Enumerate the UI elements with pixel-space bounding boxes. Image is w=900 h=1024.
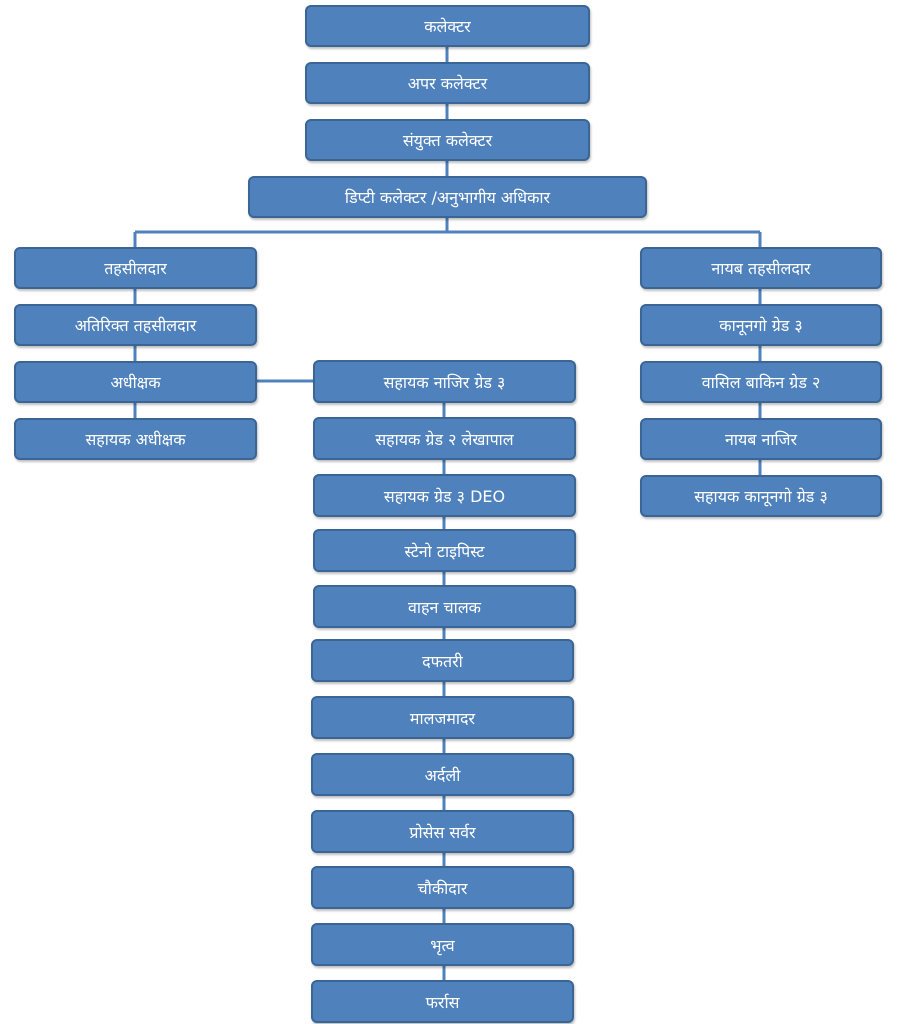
node-naib-nazir: नायब नाजिर bbox=[640, 418, 882, 460]
node-process-server: प्रोसेस सर्वर bbox=[311, 810, 574, 853]
node-additional-collector: अपर कलेक्टर bbox=[305, 62, 590, 104]
node-chowkidar: चौकीदार bbox=[311, 866, 574, 909]
node-ardali: अर्दली bbox=[311, 753, 574, 796]
node-kanungo-grade-3: कानूनगो ग्रेड ३ bbox=[640, 304, 882, 346]
node-tehsildar: तहसीलदार bbox=[14, 247, 257, 289]
node-naib-tehsildar: नायब तहसीलदार bbox=[640, 247, 882, 289]
node-assistant-superintendent: सहायक अधीक्षक bbox=[14, 418, 257, 460]
node-assistant-nazir-grade-3: सहायक नाजिर ग्रेड ३ bbox=[313, 360, 576, 403]
node-assistant-grade-3-deo: सहायक ग्रेड ३ DEO bbox=[313, 474, 576, 517]
node-collector: कलेक्टर bbox=[305, 5, 590, 47]
node-vehicle-driver: वाहन चालक bbox=[313, 585, 576, 628]
node-assistant-grade-2-accountant: सहायक ग्रेड २ लेखापाल bbox=[313, 417, 576, 460]
node-superintendent: अधीक्षक bbox=[14, 361, 257, 403]
node-wasil-baqi-grade-2: वासिल बाकिन ग्रेड २ bbox=[640, 361, 882, 403]
node-deputy-collector: डिप्टी कलेक्टर /अनुभागीय अधिकार bbox=[248, 176, 647, 218]
node-steno-typist: स्टेनो टाइपिस्ट bbox=[313, 529, 576, 572]
node-maljamadar: मालजमादर bbox=[311, 696, 574, 739]
node-joint-collector: संयुक्त कलेक्टर bbox=[305, 119, 590, 161]
node-bhritya: भृत्व bbox=[311, 923, 574, 966]
node-assistant-kanungo-grade-3: सहायक कानूनगो ग्रेड ३ bbox=[640, 475, 882, 517]
node-farras: फर्रास bbox=[311, 980, 574, 1023]
node-daftari: दफतरी bbox=[311, 639, 574, 682]
node-additional-tehsildar: अतिरिक्त तहसीलदार bbox=[14, 304, 257, 346]
